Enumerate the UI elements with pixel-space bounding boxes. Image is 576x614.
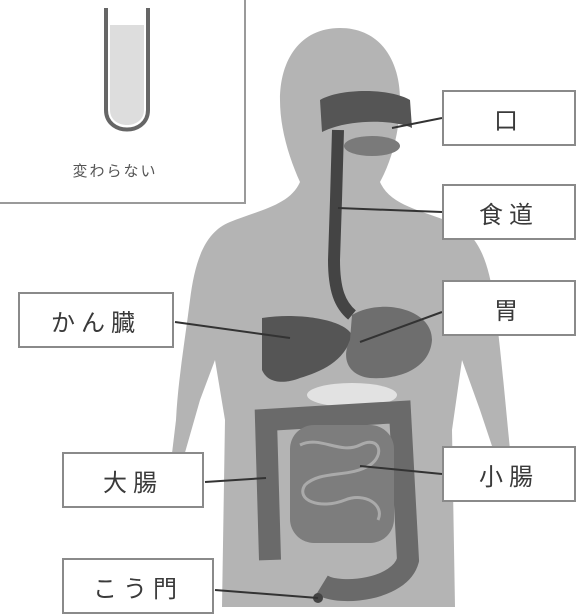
test-tube-inset: 変わらない xyxy=(0,0,246,204)
label-esophagus: 食道 xyxy=(442,184,576,240)
label-anus: こう門 xyxy=(62,558,214,614)
label-liver: かん臓 xyxy=(18,292,174,348)
label-mouth: 口 xyxy=(442,90,576,146)
label-small-intestine: 小腸 xyxy=(442,446,576,502)
label-stomach: 胃 xyxy=(442,280,576,336)
inset-caption: 変わらない xyxy=(50,160,180,181)
tongue xyxy=(344,136,400,156)
label-large-intestine: 大腸 xyxy=(62,452,204,508)
